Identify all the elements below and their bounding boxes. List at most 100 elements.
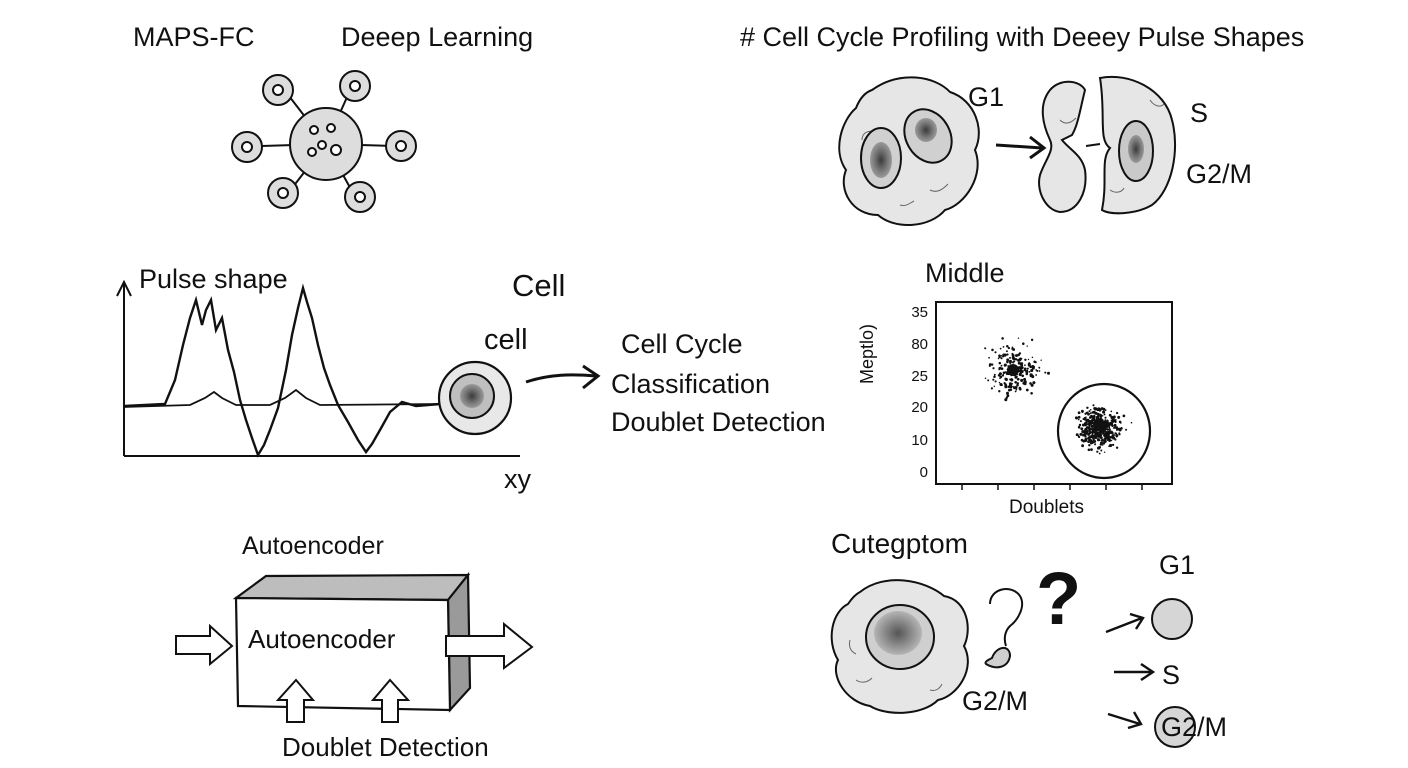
scatter-point [1114, 419, 1117, 421]
scatter-point [1108, 439, 1112, 442]
scatter-point [1000, 354, 1003, 357]
scatter-point [1090, 419, 1094, 423]
scatter-point [998, 372, 1002, 376]
scatter-point [1091, 411, 1095, 414]
scatter-point [1079, 420, 1082, 423]
scatter-point [1115, 428, 1118, 431]
scatter-point [1024, 364, 1026, 367]
scatter-point [1099, 434, 1102, 437]
scatter-point [990, 387, 994, 390]
scatter-point [1103, 413, 1106, 416]
scatter-point [1090, 439, 1092, 441]
scatter-point [1009, 356, 1011, 359]
scatter-point [1098, 439, 1101, 442]
scatter-point [1009, 385, 1013, 389]
classify-title: Cutegptom [831, 528, 968, 559]
scatter-point [1092, 436, 1095, 440]
scatter-point [1000, 367, 1004, 370]
scatter-point [1010, 378, 1014, 382]
scatter-point [1115, 446, 1119, 449]
scatter-point [1035, 369, 1038, 371]
scatter-point [1020, 362, 1024, 365]
scatter-point [1030, 338, 1034, 342]
scatter-point [1117, 415, 1121, 419]
scatter-point [1110, 423, 1113, 426]
scatter-point [988, 356, 990, 359]
scatter-point [999, 347, 1002, 350]
scatter-point [993, 373, 996, 376]
scatter-point [1118, 428, 1122, 432]
scatter-point [1025, 370, 1029, 374]
pulse-axis-title: Pulse shape [139, 264, 288, 294]
scatter-point [1011, 361, 1014, 364]
scatter-point [1006, 392, 1009, 395]
scatter-point [1020, 370, 1024, 374]
scatter-frame [935, 301, 1173, 490]
scatter-point [1085, 411, 1089, 415]
scatter-point [1113, 423, 1117, 427]
scatter-point [1115, 432, 1118, 435]
scatter-point [1007, 386, 1010, 388]
scatter-point [1031, 356, 1034, 359]
scatter-center-doublets [1093, 419, 1105, 431]
scatter-point [1029, 382, 1032, 385]
scatter-x-label: Doublets [1009, 497, 1084, 518]
g1-cell-illustration [838, 76, 980, 226]
scatter-point [994, 351, 997, 354]
page-title: # Cell Cycle Profiling with Deeey Pulse … [740, 22, 1305, 52]
scatter-point [1026, 345, 1028, 347]
scatter-y-tick: 20 [911, 399, 928, 416]
g1-top-label: G1 [968, 82, 1005, 112]
scatter-point [1103, 437, 1107, 441]
scatter-point [1089, 412, 1092, 415]
scatter-point [1081, 444, 1085, 448]
g2m-output-cell [1154, 706, 1196, 748]
scatter-point [1100, 449, 1103, 452]
outcome-cell-cycle: Cell Cycle [621, 329, 743, 359]
scatter-point [992, 378, 995, 381]
scatter-point [1100, 438, 1104, 442]
scatter-point [1097, 438, 1099, 441]
scatter-point [994, 380, 997, 383]
scatter-point [1008, 382, 1012, 386]
scatter-point [1104, 440, 1107, 443]
scatter-point [1114, 420, 1117, 424]
scatter-point [1002, 353, 1006, 357]
scatter-point [1011, 346, 1014, 349]
scatter-point [1020, 378, 1024, 382]
scatter-point [1101, 415, 1104, 417]
scatter-point [1015, 358, 1018, 361]
scatter-point [1112, 415, 1115, 418]
scatter-y-tick: 25 [911, 368, 928, 385]
scatter-point [1009, 362, 1011, 365]
question-shape-icon [984, 588, 1024, 669]
scatter-point [1087, 440, 1090, 443]
maps-fc-title: MAPS-FC [133, 22, 255, 52]
scatter-point [1115, 433, 1119, 438]
scatter-point [987, 379, 990, 382]
scatter-point [1014, 386, 1018, 389]
scatter-point [999, 366, 1002, 369]
scatter-point [1025, 388, 1029, 392]
pulse-trace-small [123, 388, 441, 408]
scatter-point [1125, 428, 1128, 431]
scatter-point [1022, 342, 1025, 345]
scatter-point [1085, 419, 1089, 423]
scatter-point [1017, 353, 1020, 357]
scatter-point [1102, 441, 1106, 445]
scatter-point [1090, 409, 1092, 411]
scatter-point [1003, 363, 1007, 367]
scatter-point [1110, 410, 1113, 413]
scatter-point [1083, 441, 1085, 443]
scatter-point [1016, 383, 1019, 387]
scatter-point [1094, 431, 1098, 435]
scatter-point [1026, 367, 1029, 370]
scatter-point [997, 357, 1000, 360]
outcome-classification: Classification [611, 369, 771, 399]
neural-network-icon [231, 70, 417, 213]
scatter-point [1080, 438, 1084, 442]
scatter-point [1086, 406, 1089, 410]
scatter-point [1024, 367, 1027, 370]
scatter-point [1092, 404, 1095, 407]
autoencoder-title: Autoencoder [242, 532, 384, 560]
